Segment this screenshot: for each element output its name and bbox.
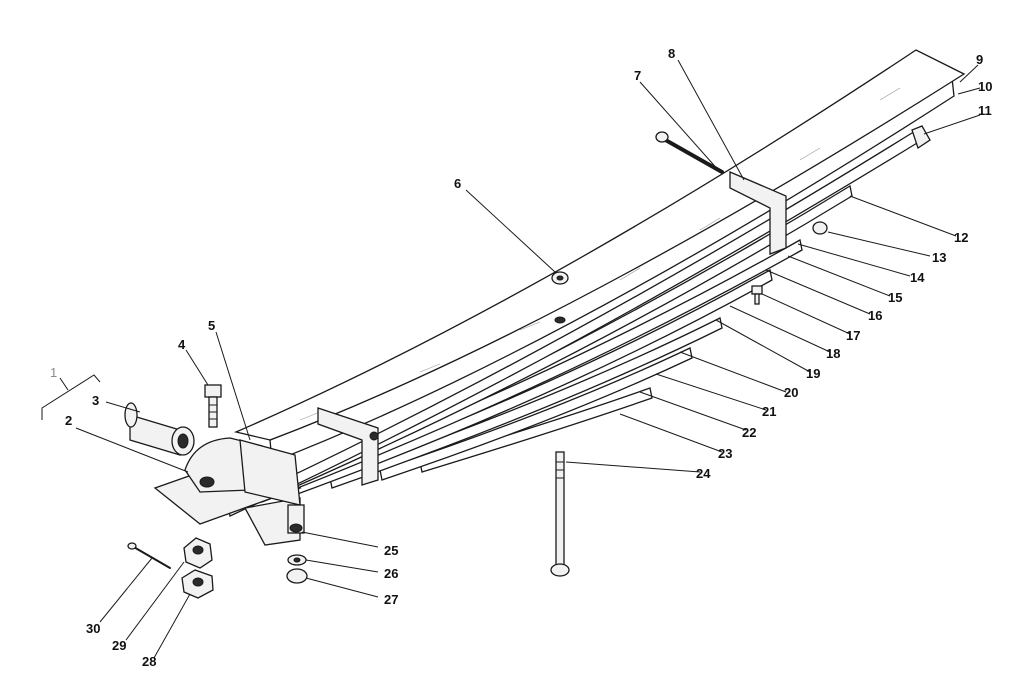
callout-19: 19 <box>806 366 820 381</box>
leaf-stack <box>227 49 966 517</box>
callout-11: 11 <box>978 103 992 118</box>
clip-bolt <box>751 285 763 305</box>
callout-22: 22 <box>742 425 756 440</box>
leaf-short-6 <box>379 347 693 481</box>
bushing <box>124 402 195 456</box>
leaf-second <box>227 126 923 517</box>
callout-26: 26 <box>384 566 398 581</box>
callout-21: 21 <box>762 404 776 419</box>
callout-28: 28 <box>142 654 156 669</box>
callout-9: 9 <box>976 52 983 67</box>
eye-bolt <box>204 384 222 428</box>
rear-end-clip <box>911 125 931 150</box>
assembly-bracket <box>41 374 101 420</box>
callout-30: 30 <box>86 621 100 636</box>
castle-nut-assembly <box>127 537 214 599</box>
callout-15: 15 <box>888 290 902 305</box>
centre-bolt <box>550 451 570 577</box>
centre-nut-hole <box>556 275 564 281</box>
callout-17: 17 <box>846 328 860 343</box>
callout-20: 20 <box>784 385 798 400</box>
clip-nut <box>812 221 828 235</box>
callout-5: 5 <box>208 318 215 333</box>
callout-14: 14 <box>910 270 925 285</box>
callout-3: 3 <box>92 393 99 408</box>
callout-6: 6 <box>454 176 461 191</box>
callout-25: 25 <box>384 543 398 558</box>
rear-rebound-clip <box>655 131 787 255</box>
callout-23: 23 <box>718 446 732 461</box>
callout-27: 27 <box>384 592 398 607</box>
callout-13: 13 <box>932 250 946 265</box>
callout-12: 12 <box>954 230 968 245</box>
leaf-surface-hatching <box>299 87 901 421</box>
callout-1: 1 <box>50 365 57 380</box>
callout-24: 24 <box>696 466 711 481</box>
leader-lines <box>59 59 981 659</box>
leaf-short-5 <box>329 317 723 489</box>
callout-7: 7 <box>634 68 641 83</box>
callout-8: 8 <box>668 46 675 61</box>
front-rebound-clip <box>317 407 379 486</box>
callout-4: 4 <box>178 337 186 352</box>
callout-labels: 1 2 3 4 5 6 7 8 9 10 11 12 13 14 15 16 1… <box>50 46 992 669</box>
leaf-main-top <box>233 49 966 441</box>
callout-29: 29 <box>112 638 126 653</box>
callout-10: 10 <box>978 79 992 94</box>
callout-16: 16 <box>868 308 882 323</box>
callout-2: 2 <box>65 413 72 428</box>
callout-18: 18 <box>826 346 840 361</box>
centre-bolt-hole <box>554 316 566 324</box>
front-clamp <box>239 439 305 534</box>
washer-and-nut <box>286 554 308 584</box>
